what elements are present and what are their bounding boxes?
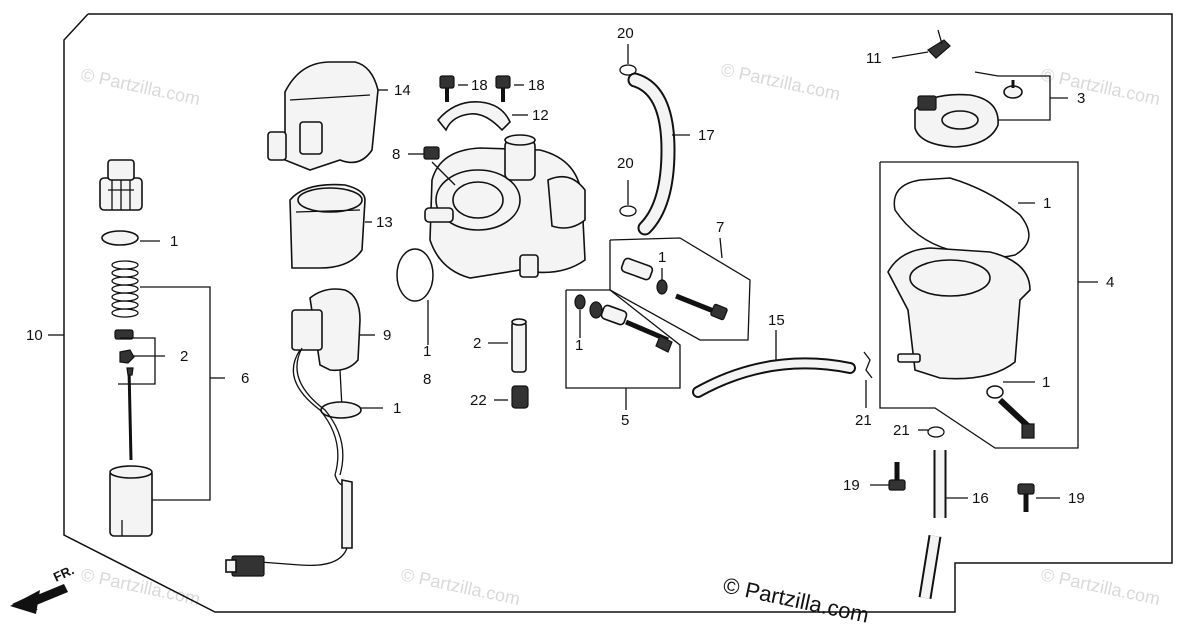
- copyright-text: © Partzilla.com: [721, 572, 871, 627]
- part-drain-screw: [997, 397, 1035, 439]
- part-starter-cap: [99, 159, 143, 211]
- callout-22: 22: [470, 392, 487, 409]
- part-main-jet: [511, 385, 529, 409]
- callout-1: 1: [575, 337, 583, 354]
- bracket-4: [879, 161, 1079, 449]
- callout-7: 7: [716, 219, 724, 236]
- part-clip: [927, 426, 945, 438]
- part-o-ring: [396, 248, 434, 302]
- callout-20: 20: [617, 155, 634, 172]
- part-clamp: [619, 44, 637, 76]
- part-choke-plunger: [914, 93, 999, 148]
- callout-1: 1: [658, 249, 666, 266]
- part-bolt: [495, 75, 511, 102]
- callout-11: 11: [866, 50, 882, 67]
- part-jet-needle: [126, 367, 134, 461]
- callout-2: 2: [180, 348, 188, 365]
- callout-1: 1: [1042, 374, 1050, 391]
- part-o-ring: [656, 279, 668, 295]
- part-throttle-valve: [109, 465, 153, 537]
- part-float-valve: [927, 29, 951, 59]
- callout-14: 14: [394, 82, 411, 99]
- watermark: © Partzilla.com: [79, 64, 202, 109]
- callout-19: 19: [843, 477, 860, 494]
- assembly-frame: [63, 13, 1173, 613]
- part-bolt: [888, 462, 906, 491]
- callout-8: 8: [423, 371, 431, 388]
- front-direction-arrow-icon: [10, 584, 68, 614]
- part-clamp: [619, 180, 637, 217]
- part-gasket: [893, 177, 1030, 259]
- part-screw: [1003, 80, 1023, 99]
- callout-1: 1: [170, 233, 178, 250]
- part-washer: [589, 301, 603, 319]
- front-direction-label: FR.: [51, 562, 76, 584]
- callout-18: 18: [528, 77, 545, 94]
- callout-1: 1: [1043, 195, 1051, 212]
- callout-15: 15: [768, 312, 785, 329]
- watermark: © Partzilla.com: [79, 564, 202, 609]
- callout-9: 9: [383, 327, 391, 344]
- part-plate: [436, 101, 511, 132]
- part-pilot-screw: [675, 293, 728, 321]
- callout-2: 2: [473, 335, 481, 352]
- part-spring: [620, 257, 654, 281]
- callout-12: 12: [532, 107, 549, 124]
- part-top-cover: [267, 61, 379, 171]
- callout-21: 21: [855, 412, 872, 429]
- part-clip: [863, 351, 873, 379]
- callout-3: 3: [1077, 90, 1085, 107]
- callout-1: 1: [393, 400, 401, 417]
- callout-1: 1: [423, 343, 431, 360]
- part-clip: [114, 329, 134, 340]
- part-cover-cap: [289, 183, 366, 269]
- watermark: © Partzilla.com: [399, 564, 522, 609]
- part-jet: [511, 318, 527, 373]
- callout-4: 4: [1106, 274, 1114, 291]
- callout-19: 19: [1068, 490, 1085, 507]
- callout-18: 18: [471, 77, 488, 94]
- bracket-5: [565, 289, 681, 389]
- callout-16: 16: [972, 490, 989, 507]
- part-spring: [111, 260, 139, 318]
- callout-20: 20: [617, 25, 634, 42]
- watermark: © Partzilla.com: [719, 59, 842, 104]
- part-float-chamber: [887, 247, 1031, 380]
- part-spring: [600, 304, 628, 326]
- part-idle-screw: [625, 319, 673, 353]
- callout-8: 8: [392, 146, 400, 163]
- part-gasket-clip: [423, 146, 440, 160]
- callout-10: 10: [26, 327, 43, 344]
- part-o-ring: [101, 230, 139, 246]
- bracket-6: [140, 286, 211, 501]
- part-o-ring: [574, 294, 586, 310]
- part-o-ring: [986, 385, 1004, 399]
- part-carburetor-body: [424, 134, 586, 279]
- callout-21: 21: [893, 422, 910, 439]
- part-float-sensor: [291, 288, 362, 419]
- part-wire: [292, 349, 349, 486]
- callout-17: 17: [698, 127, 715, 144]
- part-nut: [119, 349, 135, 364]
- watermark: © Partzilla.com: [1039, 564, 1162, 609]
- callout-6: 6: [241, 370, 249, 387]
- callout-5: 5: [621, 412, 629, 429]
- callout-13: 13: [376, 214, 393, 231]
- part-connector: [225, 555, 265, 577]
- watermark: © Partzilla.com: [1039, 64, 1162, 109]
- part-bolt: [439, 75, 455, 102]
- part-bolt: [1017, 483, 1035, 512]
- part-wire-sleeve: [341, 479, 353, 549]
